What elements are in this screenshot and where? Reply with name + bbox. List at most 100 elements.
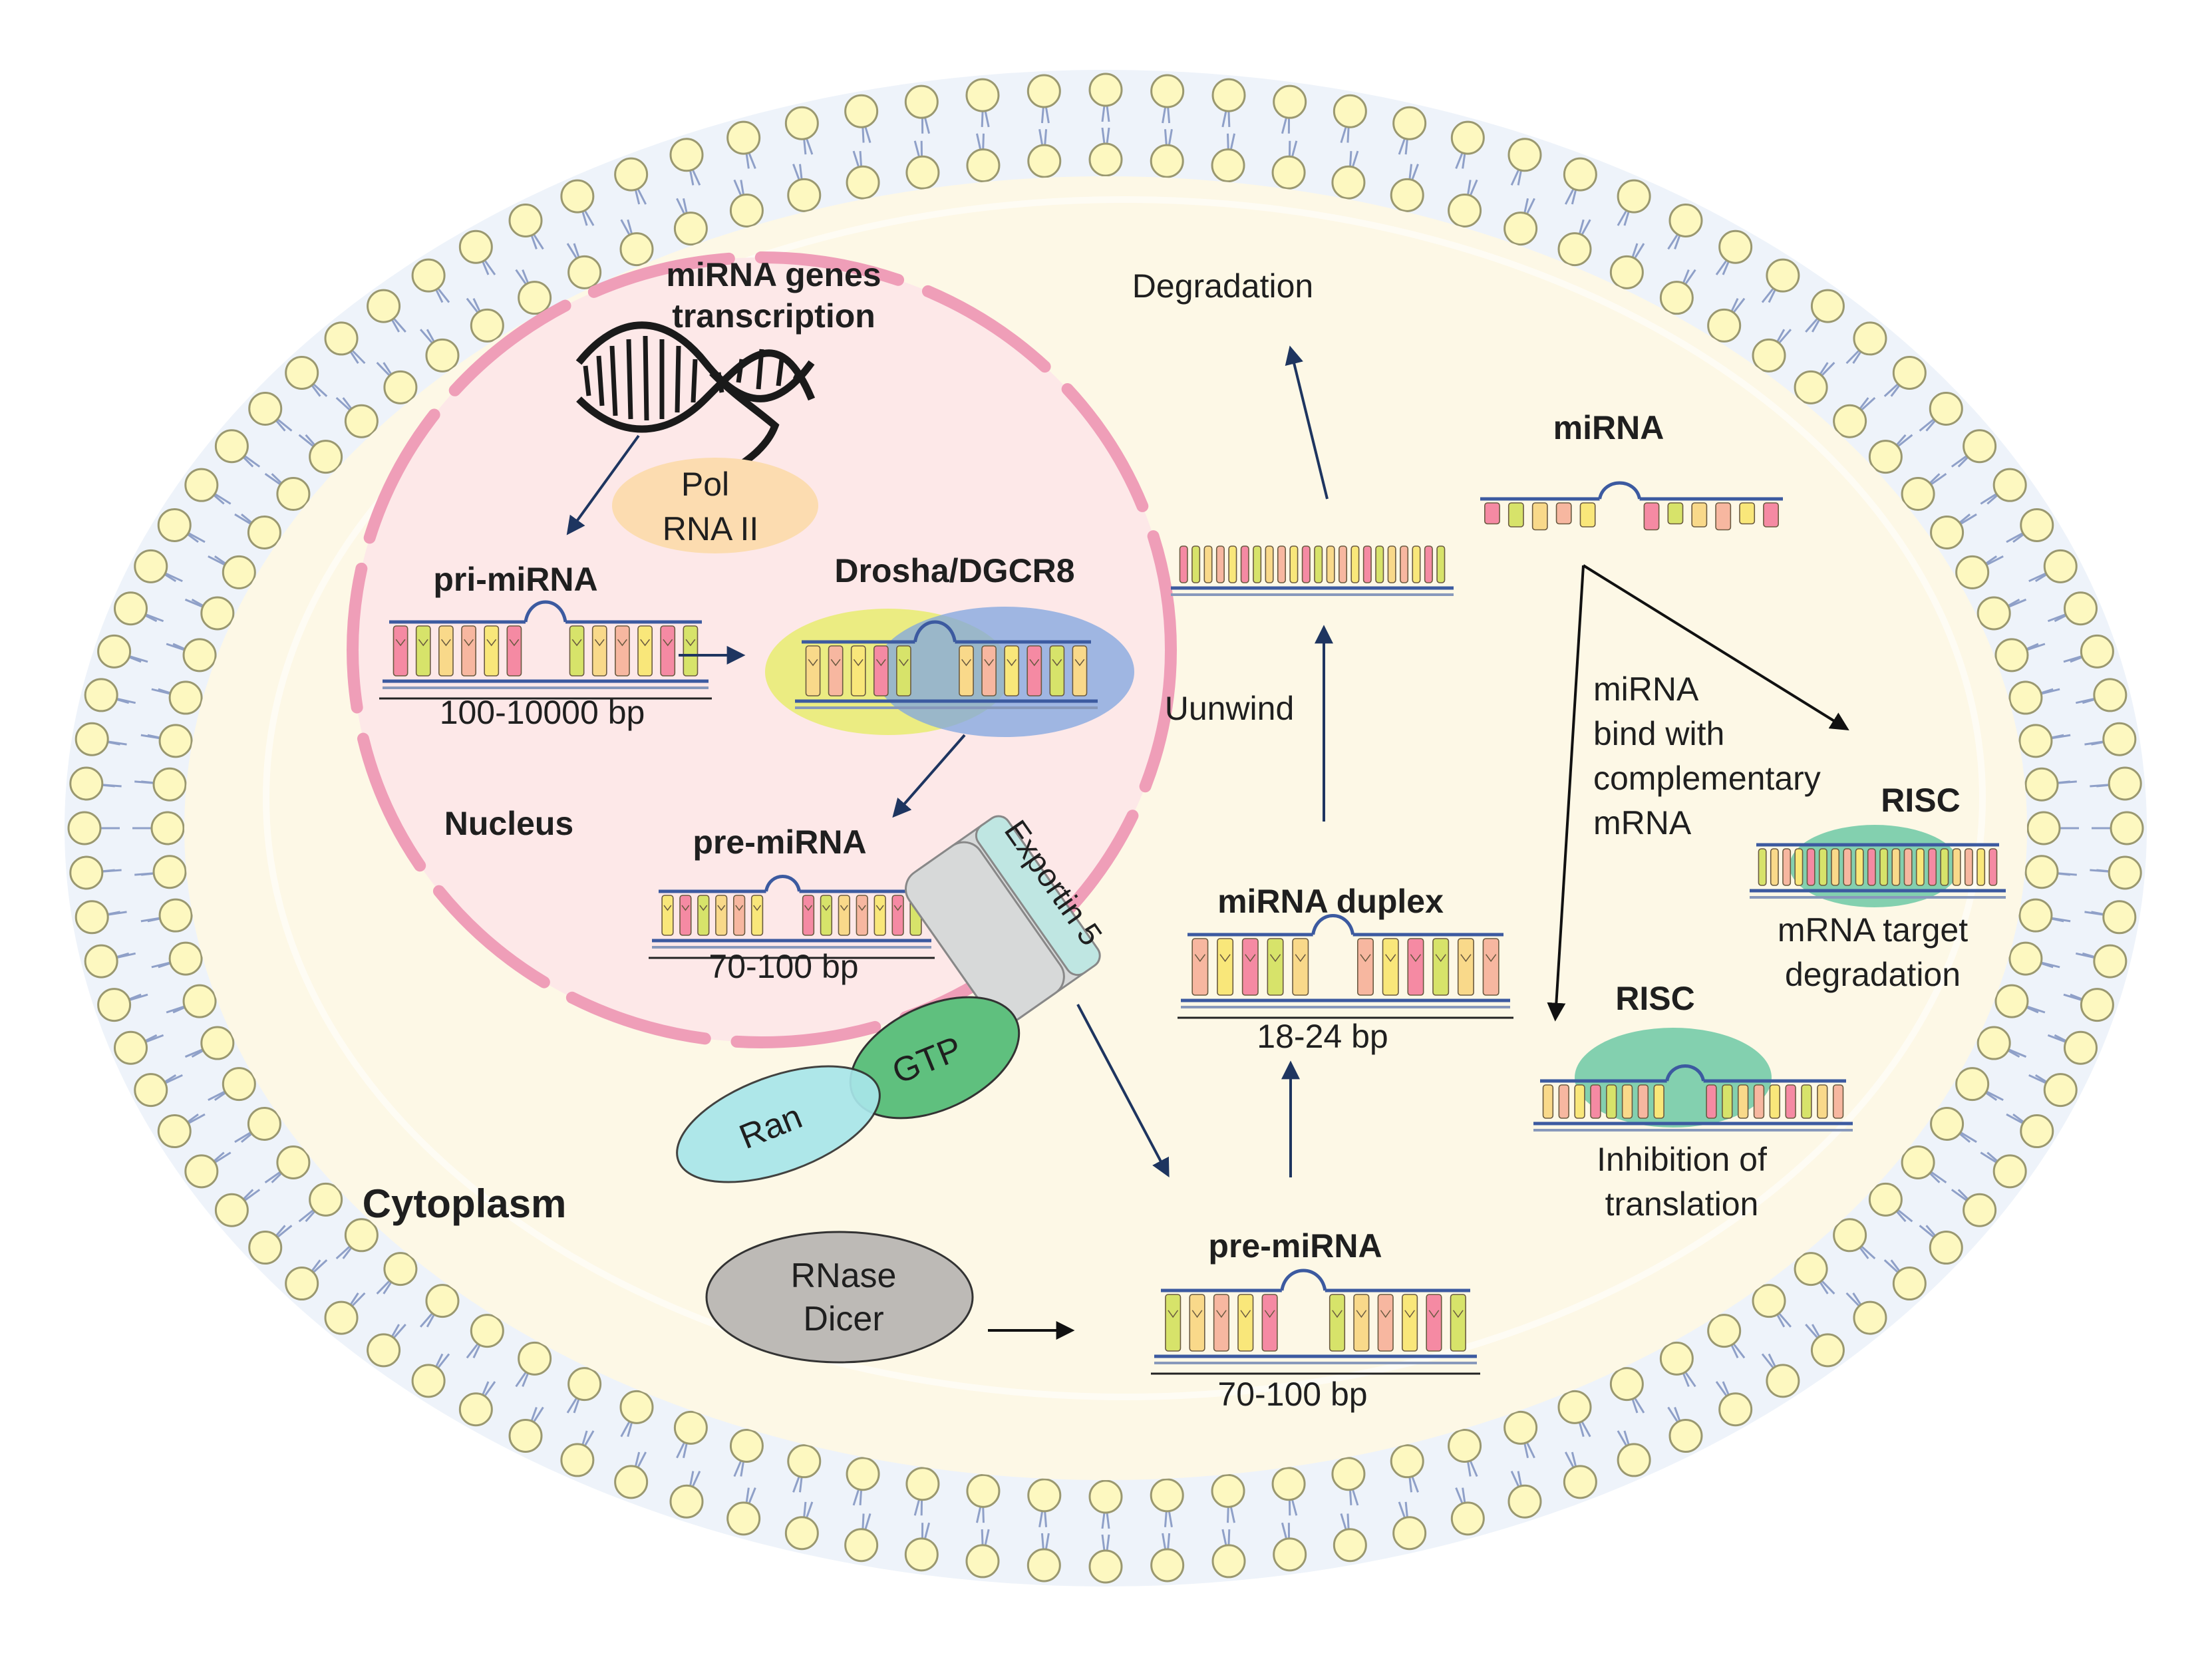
rna-hairpin-loop [524,600,567,623]
unwound-strand [1171,545,1454,596]
lipid-head [1563,157,1597,192]
lipid-head [1718,1392,1753,1427]
rna-base-mark [853,659,864,667]
rna-base-mark [1029,659,1040,667]
lipid-head [2024,767,2059,802]
rna-base-mark [808,659,818,667]
exportin-5-protein [905,815,1101,1024]
lipid-head [965,78,1000,112]
rna-base [1542,1084,1554,1119]
lipid-head [1609,255,1644,289]
lipid-head [247,1107,281,1141]
lipid-head [425,338,460,373]
rna-base [1782,848,1792,886]
exportin-strip [905,841,1065,1024]
lipid-head [1853,321,1887,356]
rna-base [1265,545,1274,583]
pre-mirna-nucleus-size: 70-100 bp [709,948,858,985]
lipid-head [1994,984,2029,1018]
lipid-head [2018,724,2053,758]
lipid-head [84,944,118,979]
lipid-head [965,1544,1000,1579]
rna-base-mark [1360,954,1371,963]
rna-base [1357,938,1374,996]
rna-base [1621,1084,1633,1119]
rna-base [1753,1084,1765,1119]
lipid-head [2093,678,2128,712]
rna-base-mark [1404,1310,1415,1318]
lipid-head [1211,78,1246,112]
lipid-heads-inner [150,142,2061,1514]
lipid-head [1027,74,1061,108]
lipid-head [324,321,359,356]
lipid-head [1659,281,1694,315]
exportin-band [975,815,1101,977]
rna-base [802,895,815,936]
lipid-head [1390,178,1424,212]
rna-hairpin-loop [1311,914,1355,935]
lipid-head [1150,1548,1185,1583]
arrow-to-degradation [1285,345,1329,500]
lipid-head [67,811,102,845]
rna-base-mark [685,639,696,647]
lipid-head [1609,1367,1644,1402]
pol-label: Pol [681,466,729,503]
lipid-head [2080,988,2114,1022]
lipid-head [344,404,379,438]
lipid-head [84,678,118,712]
lipid-head [1211,1544,1246,1579]
rna-hairpin-loop [1665,1064,1706,1082]
rna-base [569,625,585,677]
rna-base-mark [840,905,848,911]
mature-mirna-strand [1480,481,1783,531]
lipid-head [184,468,219,502]
rna-base [1228,545,1237,583]
rna-base [1436,545,1446,583]
rna-base [1457,938,1474,996]
lipid-head [1752,1284,1786,1318]
rna-base [1377,1294,1394,1352]
rna-base [1339,545,1348,583]
rna-base [1715,502,1732,531]
rna-base-mark [1219,954,1231,963]
inhibition-line2: translation [1605,1185,1759,1223]
lipid-head [905,155,940,190]
rna-base-mark [1216,1310,1227,1318]
rna-base [1940,848,1949,886]
lipid-head [1868,440,1903,474]
rna-base-mark [1074,659,1085,667]
rna-base [1737,1084,1749,1119]
lipid-head [182,984,217,1018]
lipid-head [1450,1501,1485,1536]
lipid-head [1150,144,1184,178]
lipid-head [309,440,343,474]
lipid-head [1992,468,2027,502]
lipid-head [1557,1390,1592,1424]
lipid-head [2108,855,2142,890]
lipid-head [518,1341,552,1376]
lipid-head [200,1026,235,1060]
rna-base [1412,545,1421,583]
lipid-head [1563,1465,1597,1499]
rna-base-mark [486,639,497,647]
lipid-head [1718,229,1753,264]
lipid-head [1150,74,1185,108]
rna-base [1400,545,1409,583]
arrow-drosha-to-pre [892,734,966,818]
lipid-head [97,988,132,1022]
rna-base [1213,1294,1229,1352]
rna-base [1217,938,1234,996]
risc-top-label: RISC [1881,782,1960,819]
pri-mirna-label: pri-miRNA [433,561,597,598]
lipid-head [1390,1444,1424,1479]
rna-base [715,895,728,936]
rna-base [1758,848,1767,886]
rna-base-mark [898,659,909,667]
lipid-head [1892,355,1927,390]
lipid-head [470,1314,504,1348]
rna-base [697,895,710,936]
transcription-title-line1: miRNA genes [666,256,881,293]
rna-base [1706,1084,1717,1119]
lipid-head [2018,898,2053,933]
lipid-head [1901,1145,1935,1179]
